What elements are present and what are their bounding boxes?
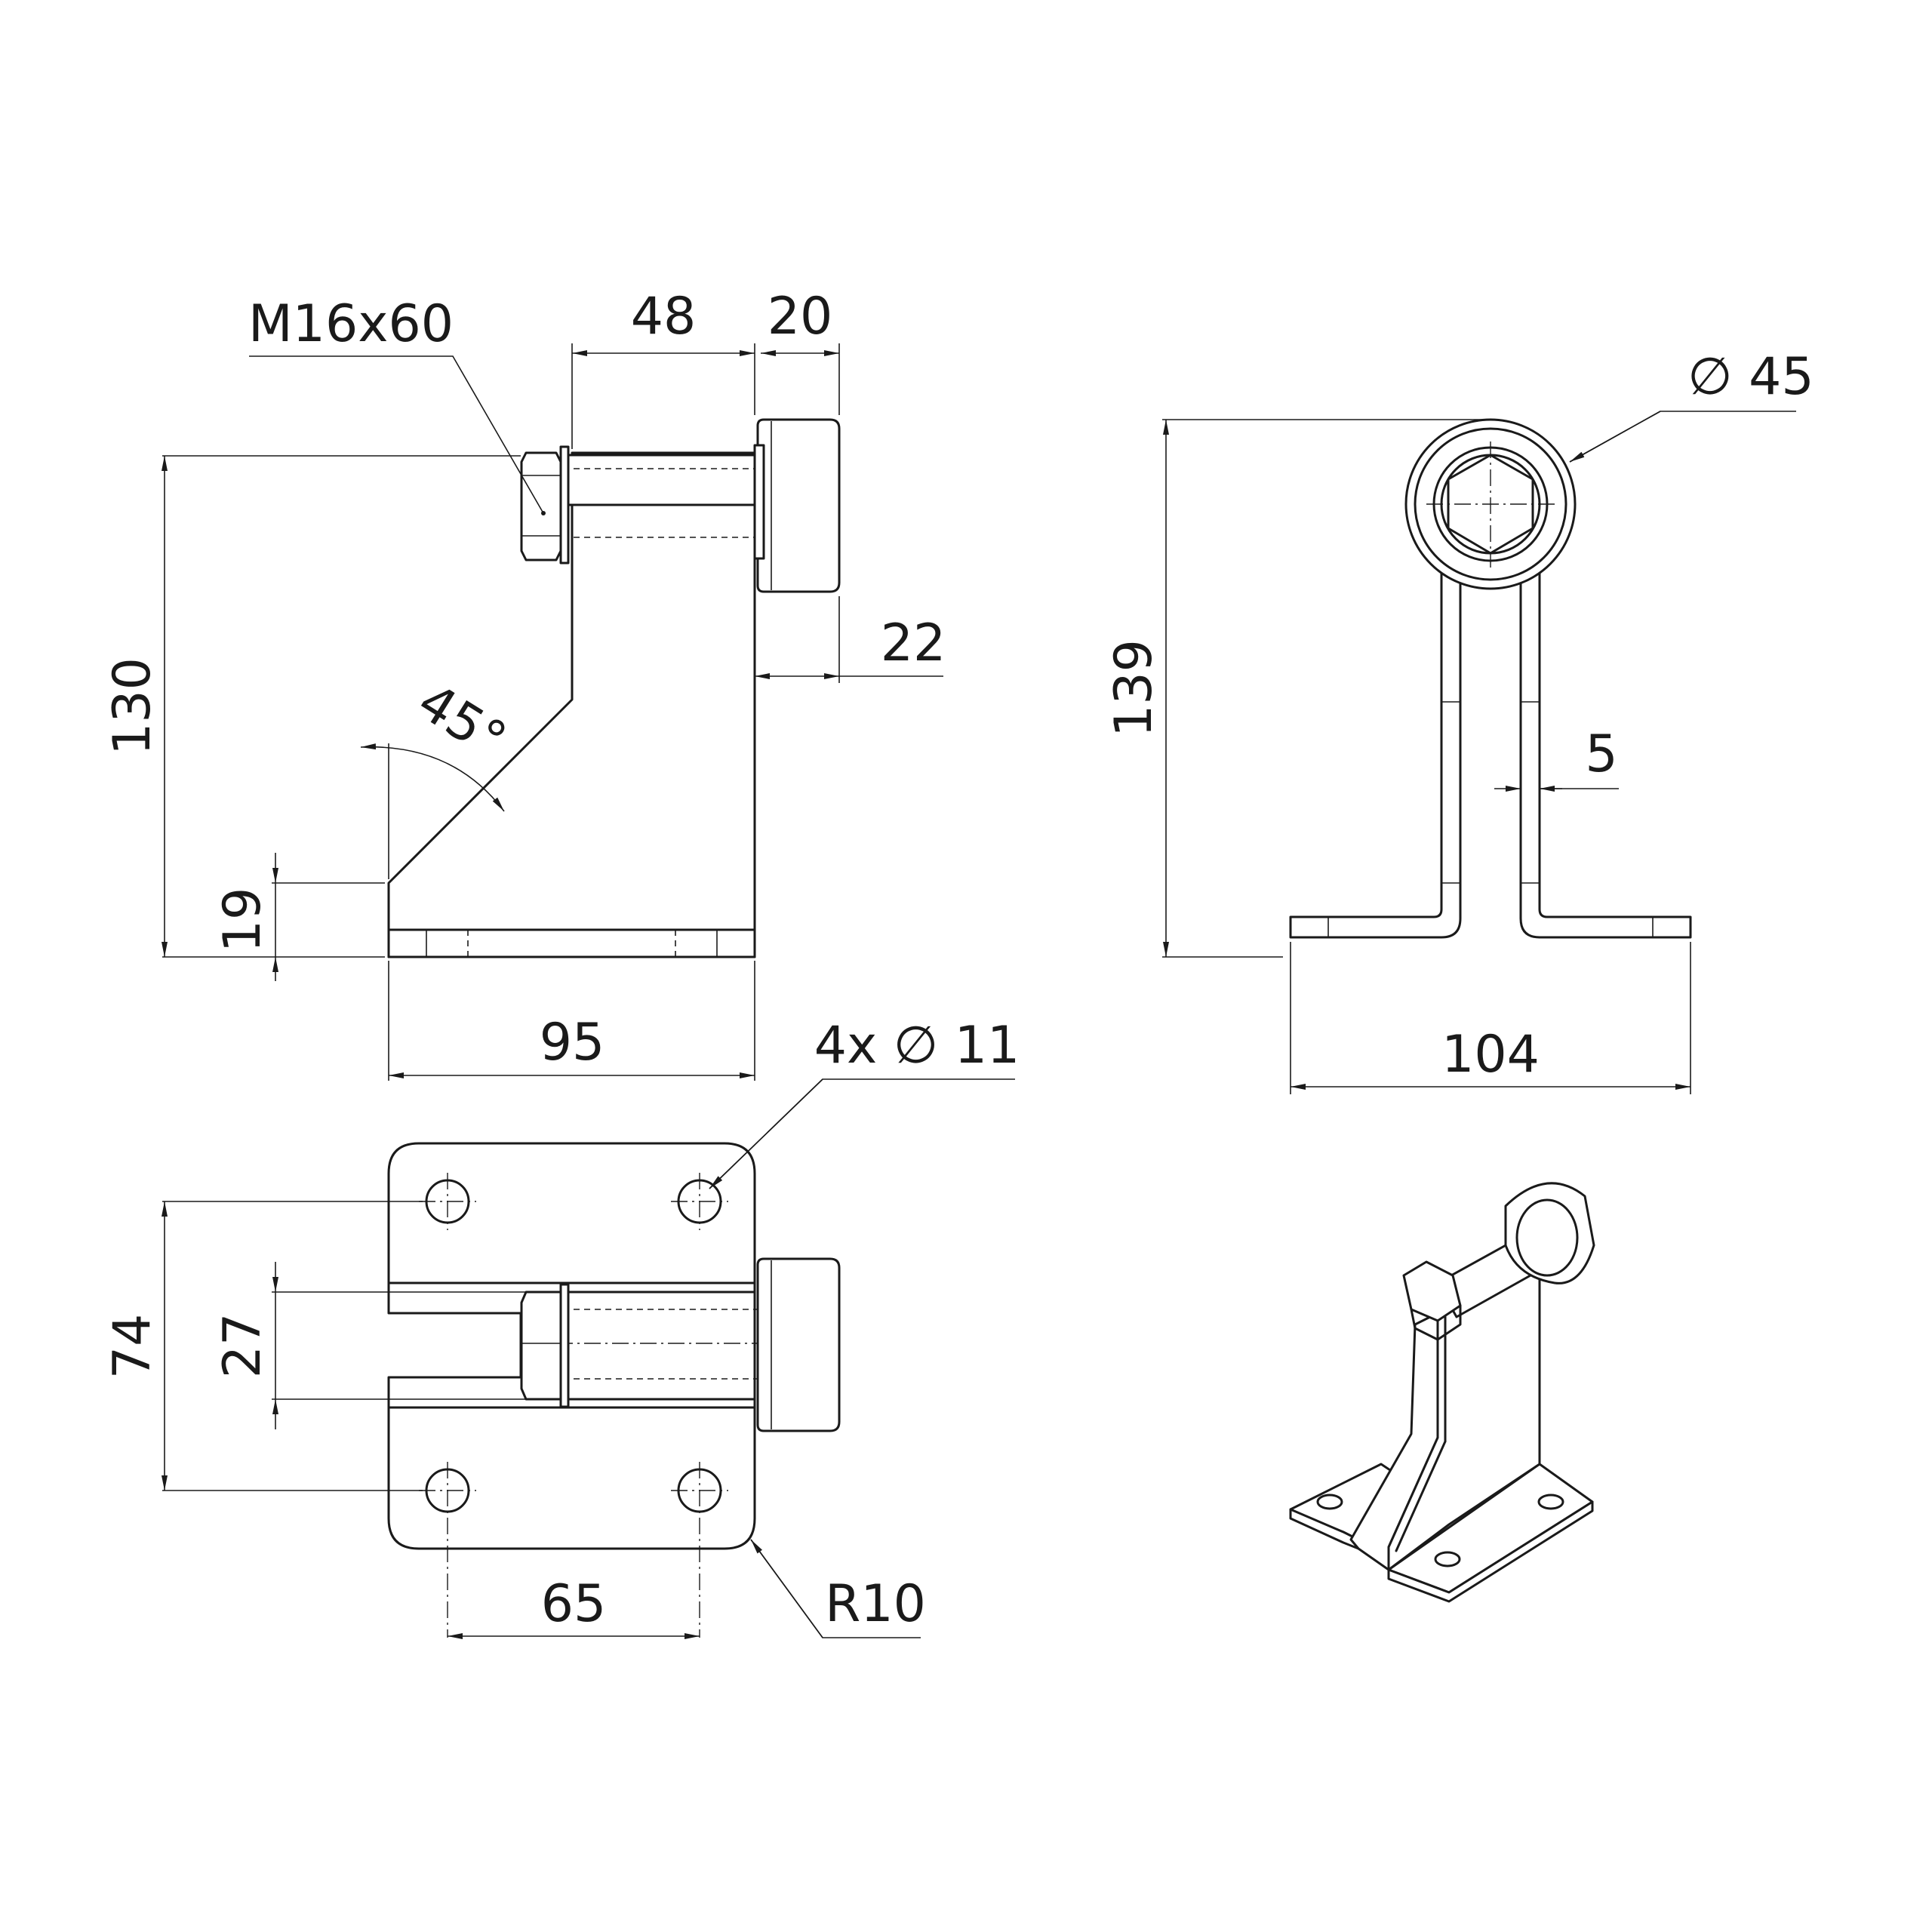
rubber-buffer-side — [756, 418, 841, 593]
dim-angle: 45° — [408, 672, 516, 771]
dim-slot-width: 27 — [213, 1313, 272, 1379]
bracket-front-profile — [1289, 519, 1462, 939]
label-bolt-size: M16x60 — [248, 294, 454, 354]
dim-hole-pitch-y: 74 — [103, 1314, 162, 1380]
bolt-shank — [563, 454, 756, 506]
dim-base-height: 19 — [213, 888, 272, 953]
dim-base-length: 95 — [540, 1013, 605, 1072]
buffer-flange — [753, 444, 765, 560]
side-view: 48 20 22 M16x60 130 19 45° 95 — [103, 287, 946, 1081]
base-plate-side — [387, 928, 756, 958]
front-view: ∅ 45 139 5 104 — [1104, 347, 1814, 1094]
hex-nut-side — [520, 451, 562, 561]
dim-hole-pitch-x: 65 — [541, 1574, 607, 1634]
rubber-buffer-top — [756, 1257, 841, 1432]
mounting-holes — [419, 1173, 728, 1638]
dim-holes: 4x ∅ 11 — [814, 1016, 1020, 1075]
iso-upright-back — [1387, 1266, 1541, 1571]
washer-top — [559, 1283, 570, 1408]
dim-bolt-length: 48 — [631, 287, 697, 346]
dim-buffer-width: 20 — [768, 287, 833, 346]
dim-thickness: 5 — [1585, 724, 1617, 784]
isometric-view — [1289, 1182, 1595, 1603]
dim-offset: 22 — [881, 614, 946, 673]
dim-total-height: 139 — [1104, 639, 1164, 737]
bolt-shank-top — [561, 1291, 756, 1401]
dim-base-width: 104 — [1441, 1025, 1540, 1084]
washer-side — [559, 445, 570, 565]
dim-height: 130 — [103, 657, 162, 755]
hex-nut-top — [520, 1291, 562, 1401]
dim-corner-radius: R10 — [825, 1574, 926, 1634]
dim-diameter: ∅ 45 — [1687, 347, 1814, 407]
top-view: 4x ∅ 11 74 27 65 R10 — [103, 1016, 1020, 1639]
